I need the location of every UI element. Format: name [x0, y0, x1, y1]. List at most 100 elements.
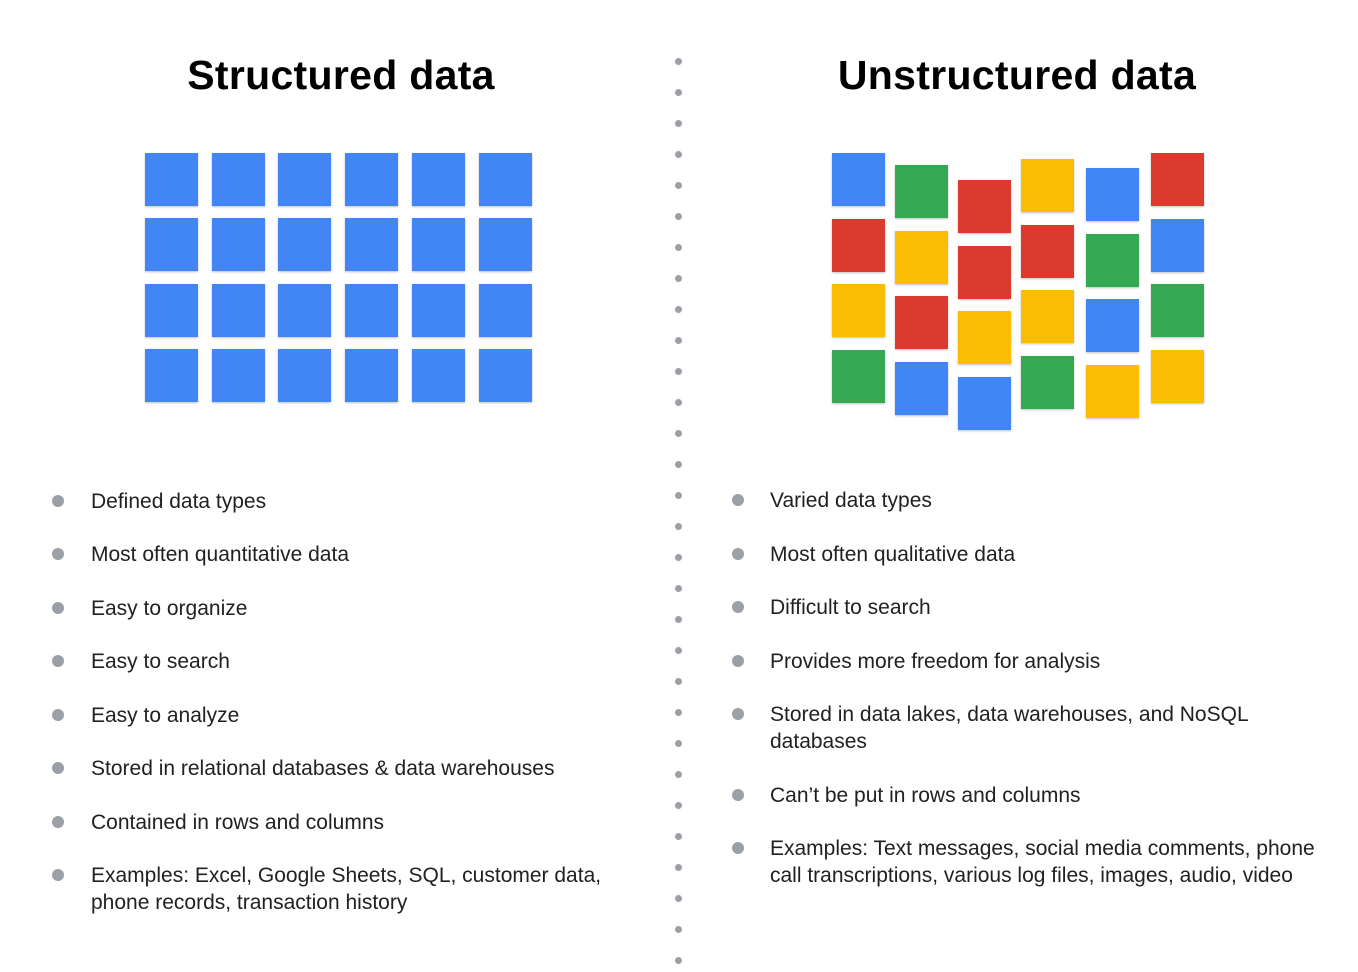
divider-dot — [675, 554, 682, 561]
unstructured-tile-red — [832, 218, 885, 272]
dotted-divider — [675, 55, 683, 970]
divider-dot — [675, 616, 682, 623]
bullet-item: Stored in data lakes, data warehouses, a… — [732, 701, 1330, 755]
bullet-text: Most often quantitative data — [91, 543, 349, 566]
divider-dot — [675, 151, 682, 158]
divider-dot — [675, 740, 682, 747]
bullet-text: Defined data types — [91, 490, 267, 513]
structured-tile — [411, 283, 465, 337]
structured-tile — [145, 349, 198, 403]
divider-dot — [675, 833, 682, 840]
unstructured-tile-green — [1021, 355, 1074, 409]
divider-dot — [675, 492, 682, 499]
structured-tile — [411, 349, 465, 403]
bullet-item: Varied data types — [732, 487, 1330, 514]
bullet-text: Contained in rows and columns — [91, 811, 384, 834]
bullet-dot-icon — [732, 789, 744, 801]
unstructured-tile-green — [832, 349, 885, 403]
divider-dot — [675, 244, 682, 251]
bullet-dot-icon — [52, 495, 64, 507]
bullet-dot-icon — [52, 869, 64, 881]
structured-tile — [345, 218, 399, 272]
unstructured-tile-blue — [958, 376, 1011, 430]
divider-dot — [675, 957, 682, 964]
divider-dot — [675, 802, 682, 809]
divider-dot — [675, 399, 682, 406]
structured-tile — [478, 283, 532, 337]
bullet-text: Examples: Excel, Google Sheets, SQL, cus… — [91, 864, 602, 914]
unstructured-tile-yellow — [958, 311, 1011, 364]
unstructured-tile-blue — [1086, 299, 1139, 352]
divider-dot — [675, 213, 682, 220]
bullet-dot-icon — [52, 602, 64, 614]
bullet-text: Easy to analyze — [91, 704, 240, 727]
structured-tile — [211, 218, 265, 272]
bullet-item: Difficult to search — [732, 594, 1330, 621]
bullet-dot-icon — [732, 708, 744, 720]
structured-tile — [211, 153, 265, 206]
structured-tile — [278, 153, 332, 206]
bullet-text: Most often qualitative data — [770, 543, 1016, 566]
unstructured-tile-red — [958, 180, 1011, 233]
bullet-dot-icon — [732, 494, 744, 506]
unstructured-tile-green — [1086, 233, 1139, 287]
unstructured-tile-red — [1021, 224, 1074, 278]
structured-tile — [145, 218, 198, 272]
divider-dot — [675, 895, 682, 902]
bullet-text: Can’t be put in rows and columns — [770, 784, 1081, 807]
structured-tile — [345, 153, 399, 206]
bullet-item: Most often quantitative data — [52, 541, 651, 568]
bullet-dot-icon — [732, 655, 744, 667]
divider-dot — [675, 585, 682, 592]
structured-tile — [145, 283, 198, 337]
bullet-item: Easy to organize — [52, 595, 651, 622]
bullet-dot-icon — [52, 762, 64, 774]
divider-dot — [675, 368, 682, 375]
unstructured-tile-yellow — [1151, 349, 1204, 403]
unstructured-tile-scatter — [680, 0, 1358, 440]
unstructured-tile-yellow — [895, 230, 948, 284]
divider-dot — [675, 58, 682, 65]
unstructured-tile-red — [1151, 153, 1204, 206]
structured-tile — [478, 218, 532, 272]
divider-dot — [675, 275, 682, 282]
structured-tile — [345, 283, 399, 337]
divider-dot — [675, 306, 682, 313]
bullet-text: Provides more freedom for analysis — [770, 650, 1101, 673]
divider-dot — [675, 771, 682, 778]
bullet-item: Defined data types — [52, 488, 651, 515]
unstructured-tile-green — [895, 165, 948, 218]
divider-dot — [675, 647, 682, 654]
bullet-dot-icon — [52, 816, 64, 828]
unstructured-tile-blue — [895, 361, 948, 415]
bullet-text: Easy to organize — [91, 597, 248, 620]
unstructured-tile-yellow — [832, 284, 885, 337]
bullet-item: Contained in rows and columns — [52, 809, 651, 836]
divider-dot — [675, 709, 682, 716]
divider-dot — [675, 523, 682, 530]
unstructured-tile-yellow — [1021, 290, 1074, 343]
unstructured-tile-red — [895, 296, 948, 349]
divider-dot — [675, 926, 682, 933]
bullet-text: Examples: Text messages, social media co… — [770, 837, 1315, 887]
divider-dot — [675, 89, 682, 96]
divider-dot — [675, 864, 682, 871]
bullet-dot-icon — [52, 548, 64, 560]
bullet-dot-icon — [732, 548, 744, 560]
bullet-item: Examples: Text messages, social media co… — [732, 835, 1330, 889]
bullet-text: Difficult to search — [770, 596, 931, 619]
structured-tile — [345, 349, 399, 403]
unstructured-tile-blue — [1086, 168, 1139, 221]
divider-dot — [675, 337, 682, 344]
bullet-item: Can’t be put in rows and columns — [732, 782, 1330, 809]
bullet-dot-icon — [52, 655, 64, 667]
structured-tile — [478, 153, 532, 206]
unstructured-tile-green — [1151, 284, 1204, 337]
bullet-text: Stored in data lakes, data warehouses, a… — [770, 703, 1248, 753]
structured-tile — [278, 349, 332, 403]
bullet-item: Easy to search — [52, 648, 651, 675]
bullet-item: Easy to analyze — [52, 702, 651, 729]
divider-dot — [675, 430, 682, 437]
divider-dot — [675, 461, 682, 468]
